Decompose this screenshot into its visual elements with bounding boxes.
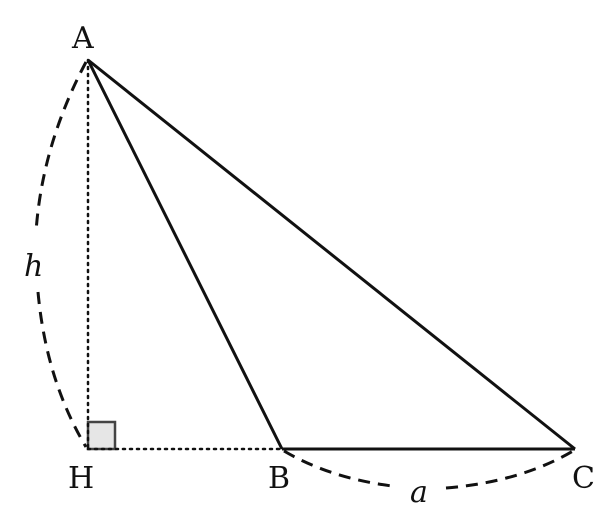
- vertex-label-B: B: [268, 461, 290, 496]
- height-label: h: [24, 249, 43, 284]
- height-brace-lower: [36, 291, 88, 448]
- base-label: a: [410, 475, 428, 510]
- height-brace-upper: [34, 61, 88, 233]
- vertex-label-A: A: [71, 21, 94, 56]
- side-AC: [87, 58, 576, 451]
- side-AB: [86, 59, 284, 450]
- vertex-label-C: C: [572, 461, 595, 496]
- right-angle-marker: [86, 420, 117, 451]
- vertex-label-H: H: [68, 461, 94, 496]
- base-brace-right: [445, 449, 574, 490]
- base-brace-left: [283, 449, 393, 488]
